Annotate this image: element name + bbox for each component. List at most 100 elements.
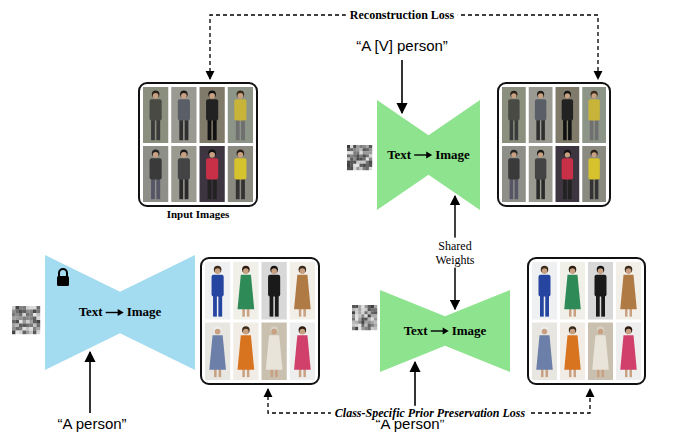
noise-pixel (360, 167, 363, 170)
panel-heading: Input Images (120, 208, 276, 220)
person-leg (595, 177, 599, 199)
lock-shackle (59, 269, 67, 277)
person-leg (601, 294, 605, 316)
person-leg (241, 118, 245, 140)
photo-background (200, 87, 225, 143)
noise-pixel (23, 306, 27, 310)
photo-background (556, 146, 580, 202)
person-leg (218, 294, 222, 316)
noise-pixel (347, 148, 350, 151)
person-torso (588, 158, 599, 179)
photo-background (233, 323, 258, 381)
noise-pixel (360, 151, 363, 154)
image-panel-frame (201, 258, 319, 384)
person-dress (294, 275, 311, 310)
person-leg (563, 177, 567, 199)
inner-arrow-line (414, 154, 427, 155)
noise-pixel (358, 311, 361, 314)
person-face (215, 329, 221, 335)
noise-pixel (23, 327, 27, 331)
person-leg (563, 118, 567, 140)
photo-background (560, 323, 585, 381)
noise-pixel (26, 331, 30, 335)
noise-pixel (358, 314, 361, 317)
person-leg (545, 294, 549, 316)
noise-pixel (374, 314, 377, 317)
noise-pixel (26, 310, 30, 314)
noise-pixel (368, 321, 371, 324)
noise-pixel (352, 324, 355, 327)
prompt-arrow (401, 60, 403, 113)
prompt-text: “A [V] person” (352, 37, 452, 55)
photo-background (582, 146, 606, 202)
person-face (300, 268, 306, 274)
photo-background (556, 87, 580, 143)
noise-input (352, 305, 377, 330)
model-text: Text (404, 324, 428, 338)
noise-pixel (365, 327, 368, 330)
person-leg (510, 118, 514, 140)
noise-pixel (366, 161, 369, 164)
person-face (511, 93, 516, 98)
noise-pixel (374, 311, 377, 314)
noise-pixel (360, 164, 363, 167)
image-panel-photos (528, 258, 645, 384)
noise-pixel (358, 318, 361, 321)
loss-label: Reconstruction Loss (346, 8, 458, 22)
person-torso (234, 158, 246, 179)
noise-pixel (353, 151, 356, 154)
noise-pixel (355, 314, 358, 317)
noise-pixel (33, 306, 37, 310)
noise-pixel (369, 148, 372, 151)
noise-pixel (12, 331, 16, 335)
noise-pixel (33, 313, 37, 317)
noise-pixel (360, 158, 363, 161)
noise-pixel (374, 318, 377, 321)
person-torso (206, 99, 218, 120)
noise-pixel (363, 148, 366, 151)
noise-pixel (12, 324, 16, 328)
person-face (542, 268, 548, 274)
noise-pixel (366, 167, 369, 170)
noise-pixel (368, 314, 371, 317)
person-leg (179, 177, 183, 199)
noise-pixel (358, 308, 361, 311)
noise-pixel (358, 327, 361, 330)
noise-pixel (347, 158, 350, 161)
photo-background (205, 323, 230, 381)
noise-pixel (352, 327, 355, 330)
person-hair (537, 150, 544, 157)
noise-pixel (30, 320, 34, 324)
bowtie-shape (380, 290, 510, 372)
person-torso (508, 158, 519, 179)
photo-background (560, 262, 585, 320)
person-hair (625, 326, 633, 334)
person-leg (185, 118, 189, 140)
noise-pixel (371, 308, 374, 311)
noise-pixel (30, 324, 34, 328)
person-torso (212, 275, 224, 297)
noise-pixel (368, 324, 371, 327)
person-leg (241, 177, 245, 199)
noise-pixel (356, 158, 359, 161)
person-dress (592, 335, 609, 370)
noise-pixel (352, 305, 355, 308)
photo-background (290, 323, 315, 381)
noise-pixel (352, 308, 355, 311)
person-face (153, 93, 159, 99)
noise-pixel (16, 313, 20, 317)
noise-pixel (30, 313, 34, 317)
photo-background (262, 323, 287, 381)
noise-pixel (371, 327, 374, 330)
photo-background (532, 262, 557, 320)
person-hair (541, 266, 549, 274)
person-hair (537, 91, 544, 98)
person-hair (152, 149, 160, 157)
noise-pixel (374, 305, 377, 308)
person-torso (562, 99, 573, 120)
noise-pixel (19, 327, 23, 331)
person-face (570, 268, 576, 274)
noise-pixel (12, 320, 16, 324)
person-face (538, 93, 543, 98)
